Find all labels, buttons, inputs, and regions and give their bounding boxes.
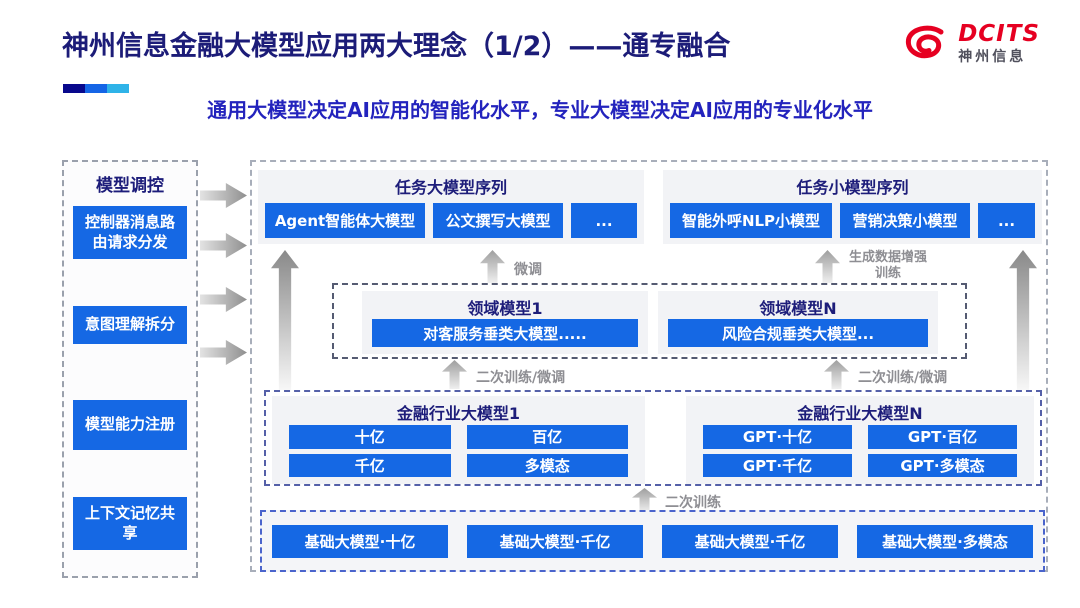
industry-model-n-group: 金融行业大模型N GPT·十亿 GPT·百亿 GPT·千亿 GPT·多模态 xyxy=(686,396,1034,484)
model-chip-marketing-decision: 营销决策小模型 xyxy=(840,203,970,238)
group-title: 任务大模型序列 xyxy=(394,178,507,197)
group-title: 领域模型N xyxy=(759,299,837,318)
up-arrow-icon xyxy=(1009,250,1037,390)
model-chip-ellipsis: ... xyxy=(571,203,637,238)
model-chip-base-multimodal: 基础大模型·多模态 xyxy=(857,524,1033,558)
page-title: 神州信息金融大模型应用两大理念（1/2）——通专融合 xyxy=(62,31,731,62)
base-model-container: 基础大模型·十亿 基础大模型·千亿 基础大模型·千亿 基础大模型·多模态 xyxy=(260,510,1045,572)
up-arrow-icon xyxy=(815,250,840,283)
task-large-model-group: 任务大模型序列 Agent智能体大模型 公文撰写大模型 ... xyxy=(258,170,644,244)
model-chip-multimodal: 多模态 xyxy=(466,453,628,477)
accent-segment-blue xyxy=(85,84,107,93)
industry-model-container: 金融行业大模型1 十亿 百亿 千亿 多模态 金融行业大模型N GPT·十亿 GP… xyxy=(264,390,1042,486)
model-control-panel: 模型调控 控制器消息路由请求分发 意图理解拆分 模型能力注册 上下文记忆共享 xyxy=(62,160,198,578)
logo-text: DCITS 神州信息 xyxy=(958,22,1040,66)
task-small-model-group: 任务小模型序列 智能外呼NLP小模型 营销决策小模型 ... xyxy=(663,170,1042,244)
up-arrow-icon xyxy=(271,250,299,390)
model-chip-base-100b: 基础大模型·千亿 xyxy=(662,524,838,558)
right-arrow-icon xyxy=(200,233,247,258)
task-large-model-row: Agent智能体大模型 公文撰写大模型 ... xyxy=(265,203,637,238)
accent-segment-navy xyxy=(63,84,85,93)
model-chip-gpt-1b: GPT·十亿 xyxy=(703,425,852,449)
group-title: 任务小模型序列 xyxy=(796,178,909,197)
arrow-label-gen-data-train: 生成数据增强训练 xyxy=(848,250,927,282)
right-arrow-icon xyxy=(200,183,247,208)
task-small-model-row: 智能外呼NLP小模型 营销决策小模型 ... xyxy=(670,203,1035,238)
up-arrow-icon xyxy=(442,360,467,389)
domain-model-1-group: 领域模型1 对客服务垂类大模型..... xyxy=(362,291,648,354)
title-accent-bar xyxy=(63,84,129,93)
accent-segment-cyan xyxy=(107,84,129,93)
industry-model-n-grid: GPT·十亿 GPT·百亿 GPT·千亿 GPT·多模态 xyxy=(703,425,1017,477)
model-chip-base-100b: 基础大模型·千亿 xyxy=(467,524,643,558)
model-chip-ellipsis: ... xyxy=(978,203,1035,238)
industry-model-1-group: 金融行业大模型1 十亿 百亿 千亿 多模态 xyxy=(272,396,645,484)
model-control-title: 模型调控 xyxy=(96,176,164,196)
model-chip-customer-service: 对客服务垂类大模型..... xyxy=(372,319,638,347)
model-chip-base-1b: 基础大模型·十亿 xyxy=(272,524,448,558)
model-chip-1b: 十亿 xyxy=(289,425,451,449)
model-chip-document-writing: 公文撰写大模型 xyxy=(433,203,563,238)
logo-company: 神州信息 xyxy=(958,49,1027,66)
model-chip-outbound-nlp: 智能外呼NLP小模型 xyxy=(670,203,832,238)
right-arrow-icon xyxy=(200,287,247,312)
control-item-intent-split: 意图理解拆分 xyxy=(73,306,187,344)
slide-subtitle: 通用大模型决定AI应用的智能化水平，专业大模型决定AI应用的专业化水平 xyxy=(207,98,873,122)
arrow-label-second-train: 二次训练 xyxy=(665,495,721,511)
control-item-context-memory: 上下文记忆共享 xyxy=(73,497,187,550)
group-title: 领域模型1 xyxy=(467,299,543,318)
model-architecture-panel: 任务大模型序列 Agent智能体大模型 公文撰写大模型 ... 任务小模型序列 … xyxy=(250,160,1048,572)
arrow-label-second-train-finetune: 二次训练/微调 xyxy=(858,370,948,386)
model-chip-gpt-100b: GPT·千亿 xyxy=(703,453,852,477)
group-title: 金融行业大模型N xyxy=(797,404,923,423)
logo-brand: DCITS xyxy=(958,21,1040,47)
up-arrow-icon xyxy=(632,488,657,512)
model-chip-gpt-multimodal: GPT·多模态 xyxy=(868,453,1017,477)
control-item-capability-register: 模型能力注册 xyxy=(73,400,187,450)
domain-model-container: 领域模型1 对客服务垂类大模型..... 领域模型N 风险合规垂类大模型... xyxy=(332,283,967,359)
arrow-label-second-train-finetune: 二次训练/微调 xyxy=(476,370,566,386)
arrow-label-finetune: 微调 xyxy=(514,262,542,278)
up-arrow-icon xyxy=(480,250,505,283)
model-chip-risk-compliance: 风险合规垂类大模型... xyxy=(668,319,928,347)
domain-model-n-group: 领域模型N 风险合规垂类大模型... xyxy=(658,291,938,354)
up-arrow-icon xyxy=(824,360,849,389)
model-chip-agent: Agent智能体大模型 xyxy=(265,203,425,238)
right-arrow-icon xyxy=(200,340,247,365)
model-chip-gpt-10b: GPT·百亿 xyxy=(868,425,1017,449)
model-chip-10b: 百亿 xyxy=(466,425,628,449)
control-item-message-routing: 控制器消息路由请求分发 xyxy=(73,206,187,259)
industry-model-1-grid: 十亿 百亿 千亿 多模态 xyxy=(289,425,628,477)
dcits-logo: DCITS 神州信息 xyxy=(901,22,1040,66)
dcits-swirl-icon xyxy=(906,25,944,59)
model-chip-100b: 千亿 xyxy=(289,453,451,477)
group-title: 金融行业大模型1 xyxy=(396,404,521,423)
